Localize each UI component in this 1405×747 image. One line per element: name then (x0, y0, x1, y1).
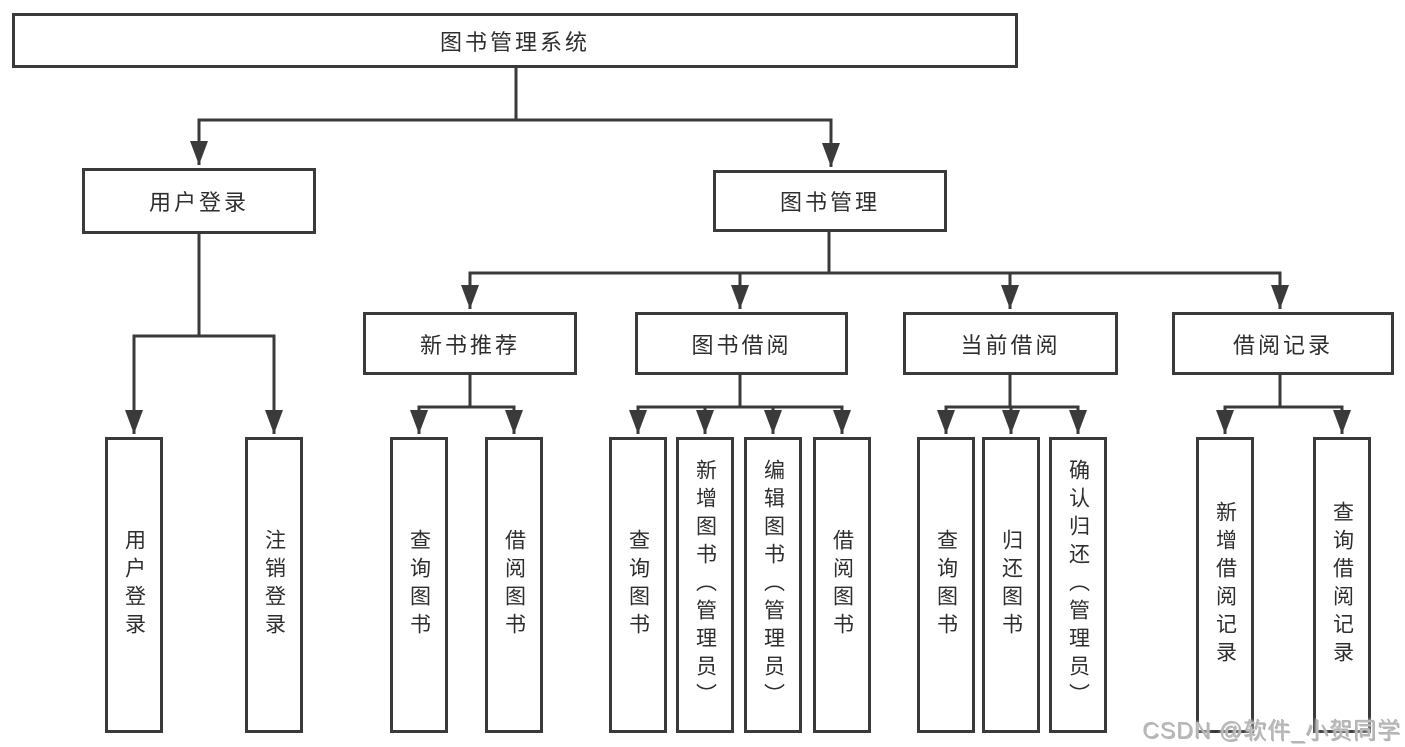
csdn-watermark: CSDN @软件_小贺同学 (1142, 717, 1401, 743)
leaf-label: 查询图书 (934, 529, 958, 641)
leaf-borrow-books: 借阅图书 (813, 437, 871, 733)
leaf-logout: 注销登录 (245, 437, 303, 733)
leaf-label: 归还图书 (999, 529, 1023, 641)
leaf-confirm-return-admin: 确认归还（管理员） (1049, 437, 1107, 733)
leaf-label: 编辑图书（管理员） (761, 459, 785, 711)
leaf-add-books-admin: 新增图书（管理员） (676, 437, 734, 733)
connector-borrow-record-to-leaves (1216, 375, 1351, 434)
leaf-label: 借阅图书 (830, 529, 854, 641)
leaf-return-books: 归还图书 (982, 437, 1040, 733)
leaf-query-books-borrow: 查询图书 (609, 437, 667, 733)
leaf-label: 查询借阅记录 (1330, 501, 1354, 669)
connector-book-mgmt-to-level3 (461, 232, 1289, 309)
connector-book-borrow-to-leaves (629, 375, 851, 434)
leaf-label: 确认归还（管理员） (1066, 459, 1090, 711)
node-library-management-system: 图书管理系统 (12, 13, 1018, 68)
leaf-label: 用户登录 (122, 529, 146, 641)
leaf-label: 注销登录 (262, 529, 286, 641)
leaf-add-borrow-record: 新增借阅记录 (1196, 437, 1254, 733)
node-label: 借阅记录 (1232, 332, 1333, 358)
leaf-label: 查询图书 (407, 529, 431, 641)
node-label: 图书借阅 (691, 332, 792, 358)
leaf-label: 新增图书（管理员） (693, 459, 717, 711)
leaf-label: 查询图书 (626, 529, 650, 641)
leaf-query-borrow-record: 查询借阅记录 (1313, 437, 1371, 733)
node-book-management: 图书管理 (713, 170, 947, 232)
node-new-book-recommend: 新书推荐 (363, 312, 577, 375)
connector-root-to-level2 (190, 68, 840, 167)
node-user-login: 用户登录 (82, 168, 316, 234)
node-current-borrow: 当前借阅 (903, 312, 1118, 375)
leaf-query-books-recommend: 查询图书 (390, 437, 448, 733)
leaf-borrow-books-recommend: 借阅图书 (485, 437, 543, 733)
leaf-label: 新增借阅记录 (1213, 501, 1237, 669)
node-borrow-record: 借阅记录 (1172, 312, 1394, 375)
node-label: 图书管理系统 (439, 29, 590, 55)
leaf-user-login: 用户登录 (105, 437, 163, 733)
node-label: 用户登录 (148, 190, 249, 215)
node-label: 新书推荐 (419, 332, 520, 358)
connector-user-login-to-leaves (125, 234, 283, 434)
node-label: 当前借阅 (960, 332, 1061, 358)
leaf-query-books-current: 查询图书 (917, 437, 975, 733)
connector-current-borrow-to-leaves (937, 375, 1087, 434)
leaf-edit-books-admin: 编辑图书（管理员） (744, 437, 802, 733)
node-label: 图书管理 (779, 190, 880, 215)
node-book-borrow: 图书借阅 (635, 312, 848, 375)
leaf-label: 借阅图书 (502, 529, 526, 641)
connector-new-recommend-to-leaves (410, 375, 523, 434)
